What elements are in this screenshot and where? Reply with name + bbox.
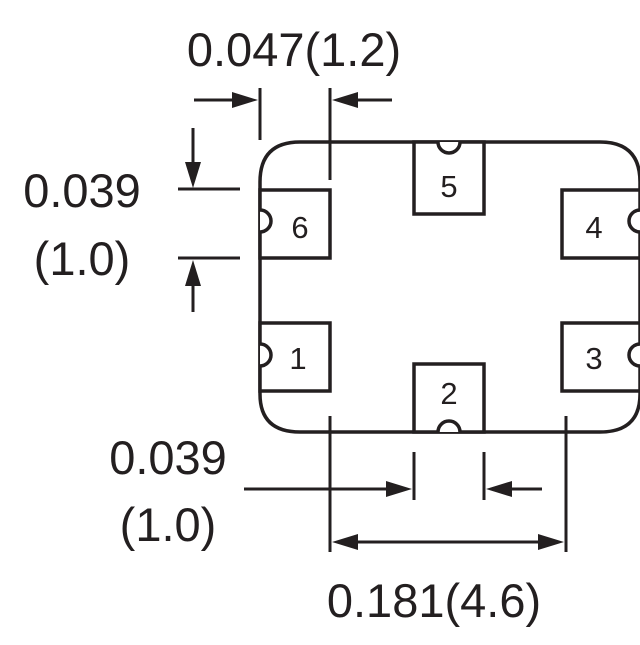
pad-1-notch: [259, 342, 273, 368]
top-dimension-arrowhead-right: [332, 92, 358, 108]
bottom-gap-dimension-label-mm: (1.0): [120, 498, 217, 551]
pad-6-notch: [259, 208, 273, 234]
pad-4-notch: [627, 208, 640, 234]
pad-4-label: 4: [585, 210, 602, 245]
pad-1-label: 1: [289, 341, 306, 376]
package-body: [258, 140, 640, 434]
bottom-gap-arrowhead-left: [386, 481, 412, 497]
bottom-span-dimension-label: 0.181(4.6): [327, 574, 541, 627]
left-height-dimension-label-mm: (1.0): [34, 232, 131, 285]
pad-5-label: 5: [440, 169, 457, 204]
left-dimension-arrowhead-bottom: [185, 260, 201, 286]
left-dimension-arrowhead-top: [185, 162, 201, 188]
pad-3-label: 3: [585, 341, 602, 376]
bottom-span-arrowhead-left: [332, 534, 358, 550]
pad-5-notch: [436, 141, 462, 155]
top-width-dimension-label: 0.047(1.2): [187, 23, 401, 76]
pad-4: [560, 188, 640, 260]
bottom-gap-arrowhead-right: [486, 481, 512, 497]
pad-2-notch: [436, 419, 462, 433]
bottom-span-arrowhead-right: [538, 534, 564, 550]
pad-3-notch: [627, 342, 640, 368]
pad-6-label: 6: [291, 210, 308, 245]
left-height-dimension-label-inch: 0.039: [23, 164, 141, 217]
pad-3: [560, 321, 640, 393]
pad-2-label: 2: [440, 376, 457, 411]
top-dimension-arrowhead-left: [232, 92, 258, 108]
bottom-gap-dimension-label-inch: 0.039: [109, 431, 227, 484]
